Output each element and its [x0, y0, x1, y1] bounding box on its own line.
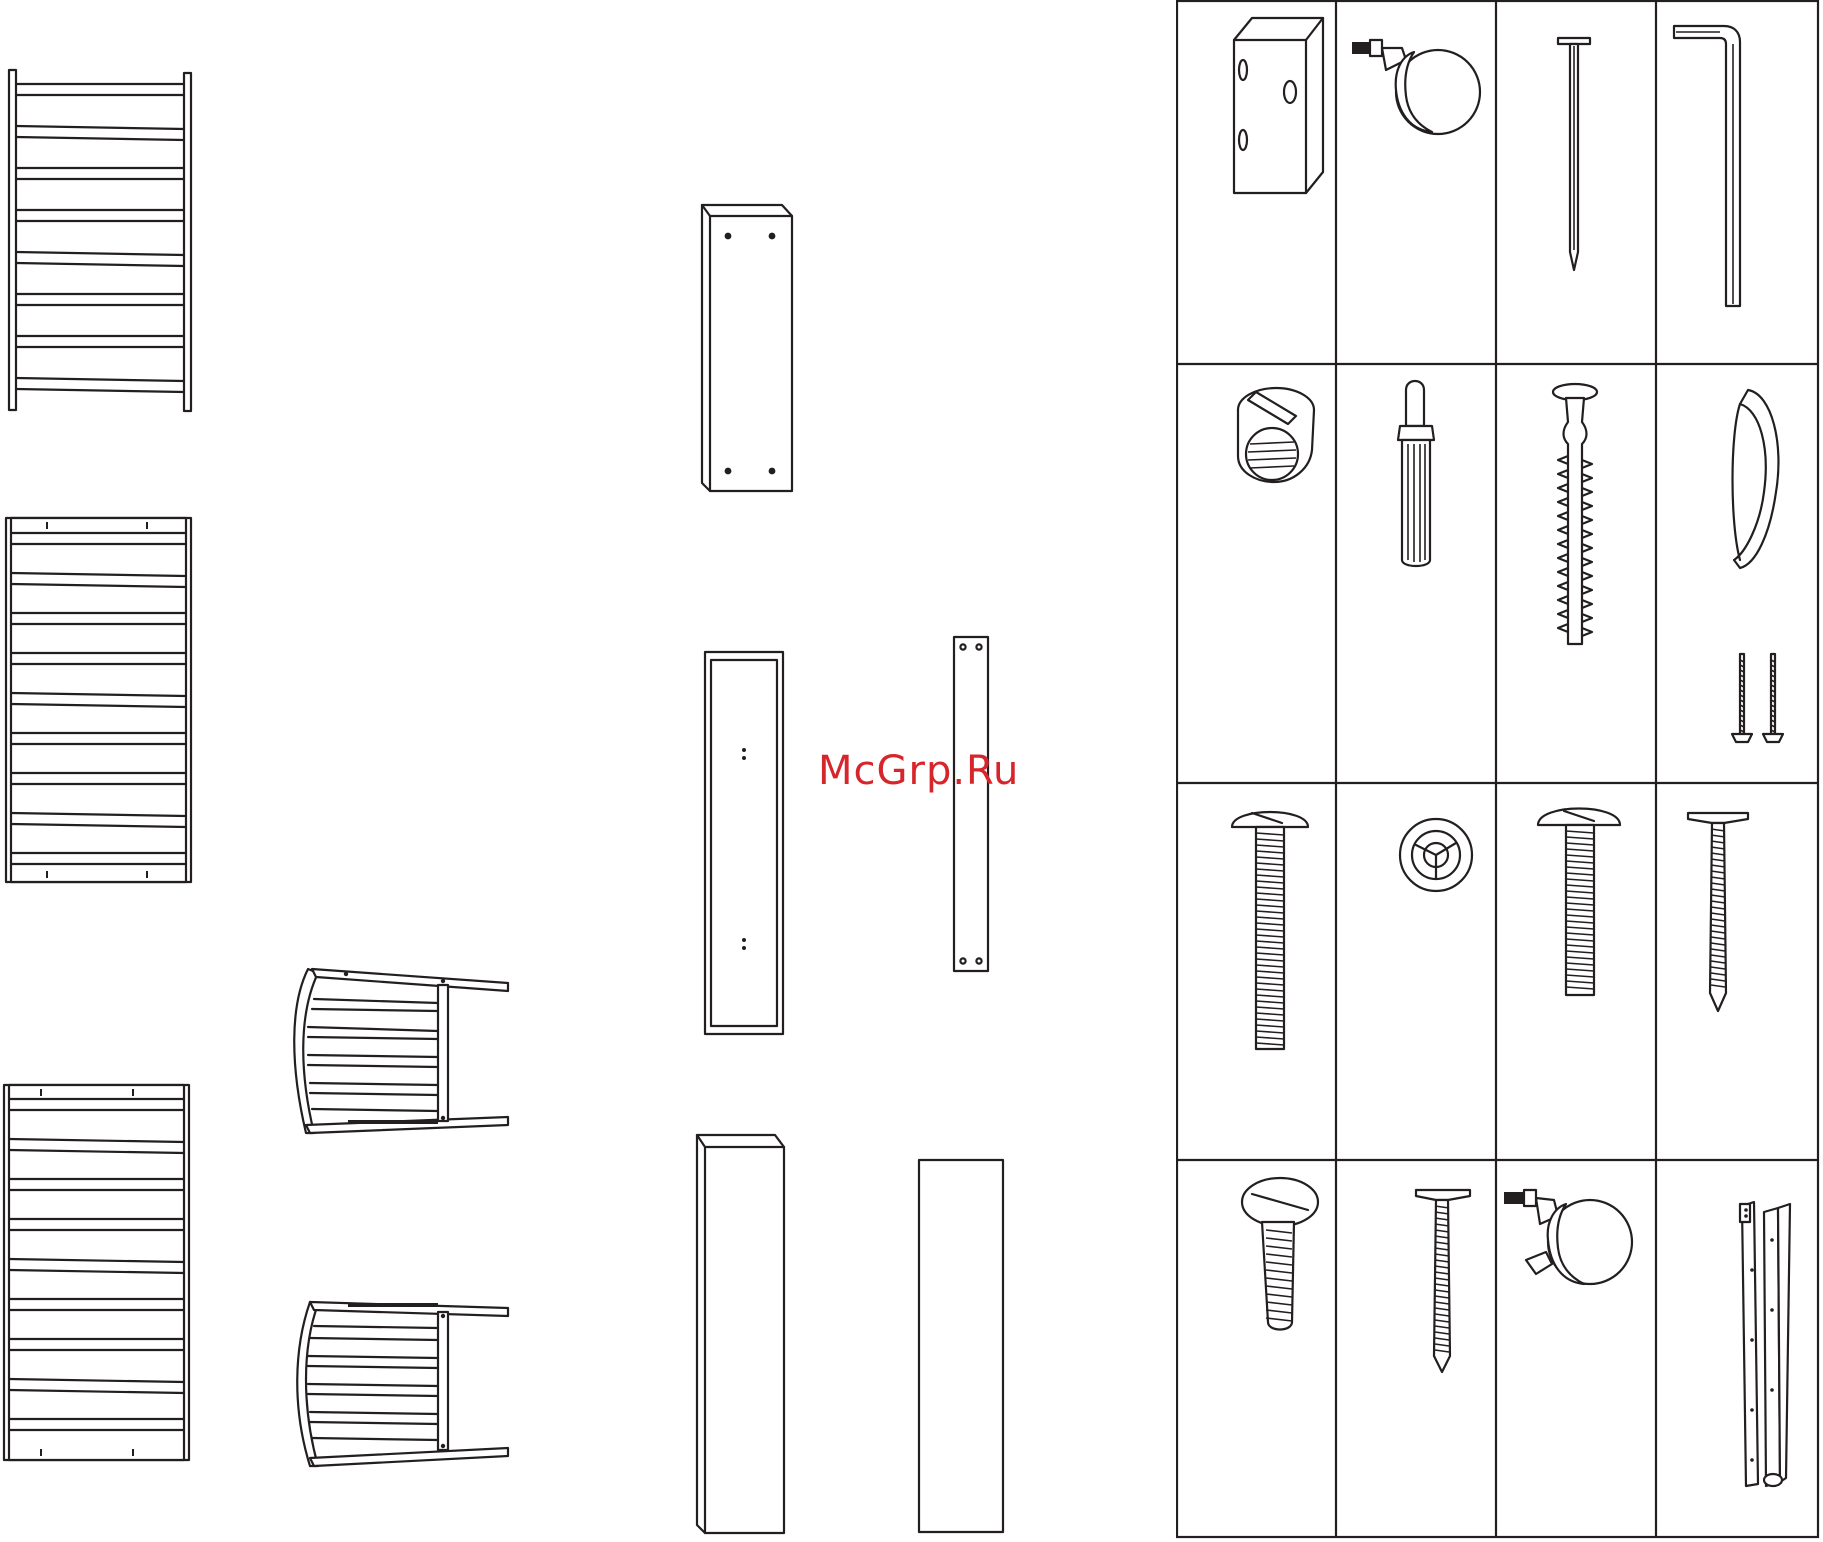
- leg-block: [695, 1133, 787, 1537]
- nail-icon: [1496, 0, 1656, 364]
- drawer-slide-icon: [1656, 1160, 1816, 1537]
- board-with-holes: [700, 203, 795, 495]
- thumb-screw-icon: [1176, 1160, 1336, 1537]
- cam-block-icon: [1176, 0, 1336, 364]
- framed-board: [703, 650, 785, 1036]
- long-bolt-icon: [1176, 783, 1336, 1160]
- rail-panel-b: [6, 515, 192, 885]
- watermark: McGrp.Ru: [818, 748, 1019, 794]
- bumper-cap-icon: [1336, 783, 1496, 1160]
- caster-with-brake-icon: [1496, 1160, 1656, 1537]
- hardware-grid: [1176, 0, 1821, 1540]
- rail-panel-b-drawing: [6, 515, 192, 885]
- rail-panel-a-drawing: [8, 70, 194, 415]
- handle-with-screws-icon: [1656, 364, 1816, 783]
- side-frame-bottom: [288, 1298, 513, 1473]
- rail-panel-a: [8, 70, 194, 415]
- screw-icon: [1336, 1160, 1496, 1537]
- side-frame-top: [288, 965, 513, 1140]
- rail-panel-c-drawing: [4, 1083, 190, 1463]
- side-frame-bottom-drawing: [288, 1298, 513, 1473]
- flat-board: [917, 1158, 1007, 1536]
- caster-wheel-icon: [1336, 0, 1496, 364]
- side-frame-top-drawing: [288, 965, 513, 1140]
- allen-key-icon: [1656, 0, 1816, 364]
- cam-bolt-icon: [1496, 364, 1656, 783]
- wooden-dowel-icon: [1336, 364, 1496, 783]
- narrow-strip: [952, 635, 992, 975]
- wood-screw-icon: [1656, 783, 1816, 1160]
- rail-panel-c: [4, 1083, 190, 1463]
- short-bolt-icon: [1496, 783, 1656, 1160]
- flat-board-drawing: [917, 1158, 1007, 1536]
- narrow-strip-drawing: [952, 635, 992, 975]
- board-with-holes-drawing: [700, 203, 795, 495]
- cam-lock-nut-icon: [1176, 364, 1336, 783]
- leg-block-drawing: [695, 1133, 787, 1537]
- framed-board-drawing: [703, 650, 785, 1036]
